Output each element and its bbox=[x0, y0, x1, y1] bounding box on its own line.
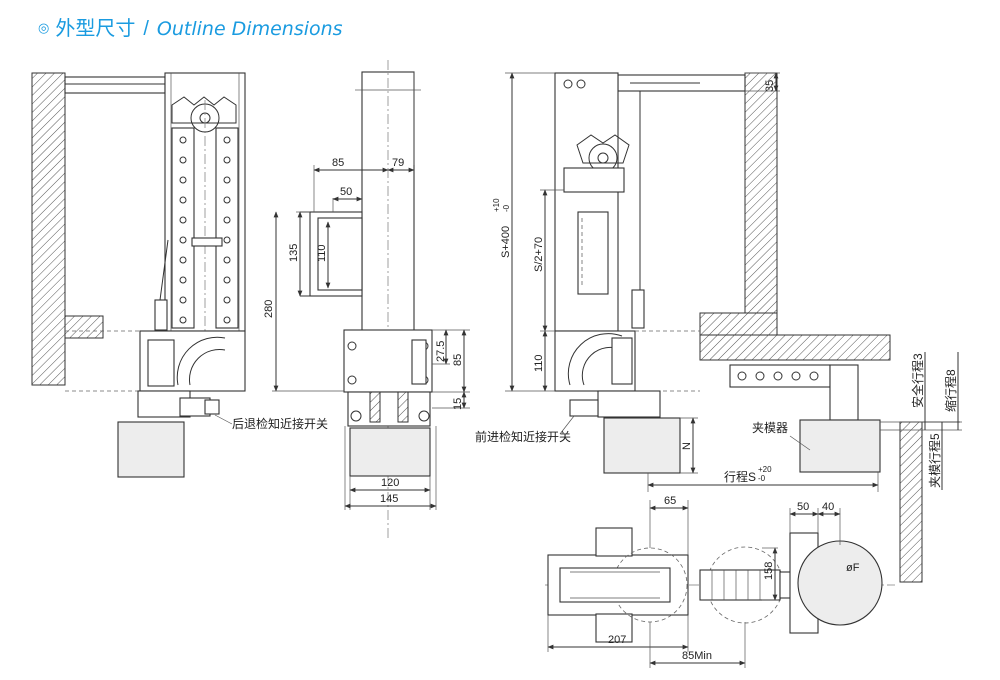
clamp-stroke-label: 夹模行程5 bbox=[927, 433, 942, 488]
dim-27-5: 27.5 bbox=[435, 341, 447, 362]
advance-switch-label: 前进检知近接开关 bbox=[475, 429, 571, 444]
motor-body-right bbox=[603, 417, 681, 474]
dim-85-right: 85 bbox=[452, 354, 464, 366]
dim-120: 120 bbox=[381, 477, 399, 489]
title-separator: / bbox=[143, 18, 149, 40]
left-side-view: 后退检知近接开关 bbox=[31, 72, 328, 478]
retreat-switch-label: 后退检知近接开关 bbox=[232, 416, 328, 431]
wall-hatch-right bbox=[744, 72, 778, 314]
dim-50-top: 50 bbox=[797, 501, 809, 513]
clamp-label: 夹模器 bbox=[752, 421, 788, 435]
dim-s2-70: S/2+70 bbox=[533, 237, 545, 272]
page-title: ◎ 外型尺寸 / Outline Dimensions bbox=[38, 12, 343, 41]
front-view: 85 79 50 135 110 280 27.5 85 15 120 145 bbox=[263, 60, 470, 540]
dim-50-front: 50 bbox=[340, 186, 352, 198]
top-chain bbox=[699, 569, 781, 601]
title-en: Outline Dimensions bbox=[156, 18, 343, 40]
dim-280: 280 bbox=[263, 300, 275, 318]
stroke-tol-up: +20 bbox=[758, 465, 772, 474]
dim-85min: 85Min bbox=[682, 650, 712, 662]
title-zh: 外型尺寸 bbox=[55, 18, 136, 40]
right-side-view: 前进检知近接开关 夹模器 35 S+400 +10 -0 S/2+70 110 bbox=[475, 72, 962, 583]
floor-chain bbox=[729, 364, 831, 388]
dim-s400-tol-dn: -0 bbox=[502, 204, 511, 212]
clamp-cylinder-top bbox=[797, 540, 883, 626]
dim-158: 158 bbox=[763, 562, 775, 580]
wall-hatch-left bbox=[31, 72, 66, 386]
dim-35: 35 bbox=[764, 80, 776, 92]
dim-phi-f: øF bbox=[846, 562, 860, 574]
retreat-stroke-label: 缩行程8 bbox=[943, 369, 958, 412]
dim-110-right: 110 bbox=[533, 354, 545, 372]
stroke-s-label: 行程S bbox=[724, 469, 756, 484]
dim-40: 40 bbox=[822, 501, 834, 513]
dim-110-front: 110 bbox=[316, 244, 328, 262]
dim-135: 135 bbox=[288, 244, 300, 262]
dim-s400-tol-up: +10 bbox=[492, 198, 501, 212]
dim-65: 65 bbox=[664, 495, 676, 507]
top-view: øF 65 50 40 158 207 85Min bbox=[545, 495, 895, 668]
dim-79: 79 bbox=[392, 157, 404, 169]
dim-207: 207 bbox=[608, 634, 626, 646]
dim-n: N bbox=[681, 442, 693, 450]
motor-body-left bbox=[117, 421, 185, 478]
title-bullet-icon: ◎ bbox=[38, 20, 50, 35]
stroke-tol-dn: -0 bbox=[758, 474, 766, 483]
dim-s400: S+400 bbox=[500, 226, 512, 258]
motor-body-front bbox=[349, 427, 431, 477]
dim-15: 15 bbox=[452, 398, 464, 410]
wall-step-left bbox=[64, 315, 104, 339]
dim-85-front: 85 bbox=[332, 157, 344, 169]
dim-145: 145 bbox=[380, 493, 398, 505]
safety-stroke-label: 安全行程3 bbox=[910, 353, 925, 408]
chain-links bbox=[171, 100, 239, 340]
clamp-body bbox=[799, 419, 881, 473]
